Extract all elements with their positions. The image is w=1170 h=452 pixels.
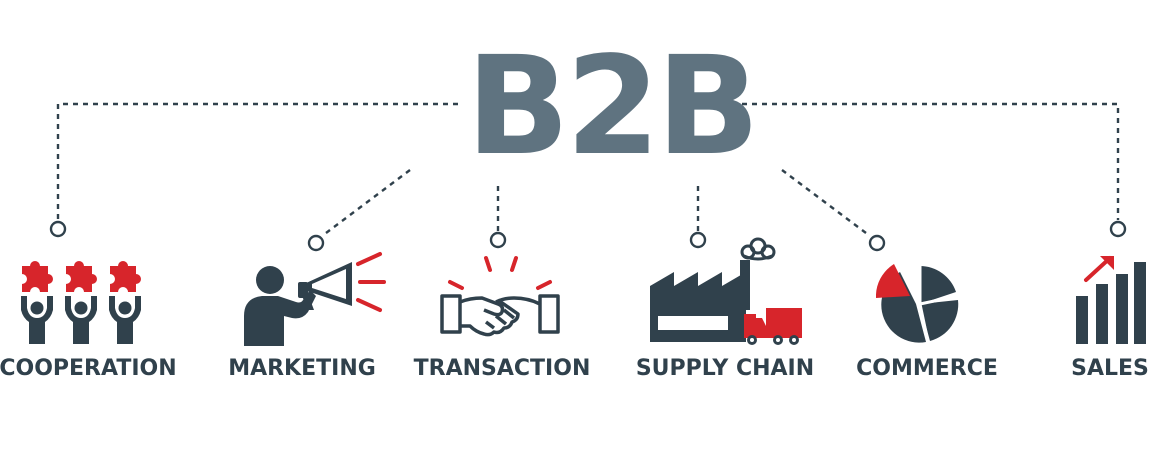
page-title: B2B [466,28,760,186]
handshake-icon [440,256,560,337]
connector-commerce [781,169,871,237]
factory-truck-icon [650,237,802,345]
connector-marketing [321,169,411,237]
node-cooperation [49,220,67,238]
label-sales: SALES [1071,356,1149,381]
node-commerce [868,234,886,252]
connector-cooperation [56,102,458,220]
label-cooperation: COOPERATION [0,356,177,381]
label-transaction: TRANSACTION [413,356,591,381]
connector-sales [732,102,1120,220]
pie-chart-icon [876,264,959,343]
label-supply-chain: SUPPLY CHAIN [635,356,815,381]
node-transaction [489,231,507,249]
node-marketing [307,234,325,252]
node-sales [1109,220,1127,238]
megaphone-icon [244,252,386,346]
node-supply-chain [689,231,707,249]
puzzle-people-icon [21,261,142,344]
bar-chart-icon [1076,256,1146,344]
label-marketing: MARKETING [228,356,376,381]
label-commerce: COMMERCE [856,356,998,381]
